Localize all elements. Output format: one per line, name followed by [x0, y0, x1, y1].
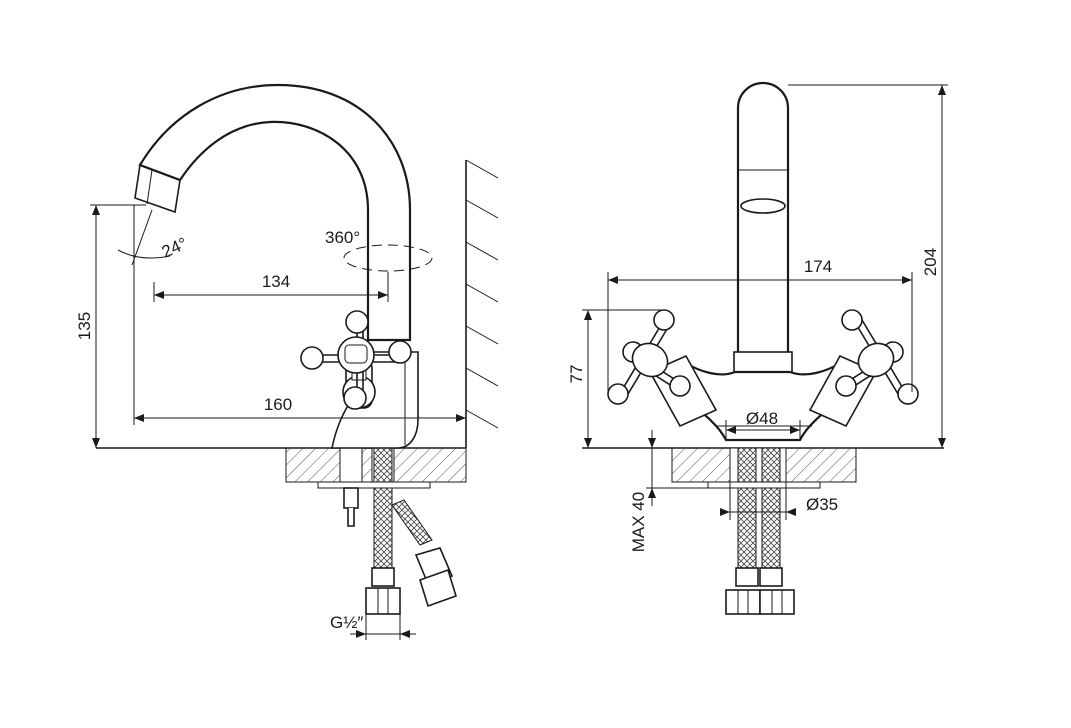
supply-hoses-side	[343, 447, 457, 615]
base-diameter-label: Ø48	[746, 409, 778, 428]
rotation-360-label: 360°	[325, 228, 360, 247]
hole-diameter-label: Ø35	[806, 495, 838, 514]
side-view: 135 360° 24° 134 160 G½″	[75, 83, 499, 640]
side-dimensions	[90, 204, 466, 640]
width-174-label: 174	[804, 257, 832, 276]
left-cross-handle	[607, 309, 691, 405]
countertop-section	[96, 447, 467, 489]
depth-160-label: 160	[264, 395, 292, 414]
right-cross-handle	[835, 309, 919, 405]
front-view: 204 174 77 Ø48 Ø35 MAX 40	[567, 81, 948, 615]
thread-label: G½″	[330, 613, 363, 632]
front-dimensions	[582, 84, 948, 520]
height-135-label: 135	[75, 312, 94, 340]
swivel-spout	[134, 83, 433, 342]
total-height-204-label: 204	[921, 248, 940, 276]
spout-front	[733, 81, 793, 375]
supply-hoses-front	[725, 447, 795, 615]
wall	[465, 159, 499, 448]
counter-max-label: MAX 40	[629, 492, 648, 552]
cross-handle-side	[300, 310, 412, 410]
handle-height-77-label: 77	[567, 365, 586, 384]
reach-134-label: 134	[262, 272, 290, 291]
